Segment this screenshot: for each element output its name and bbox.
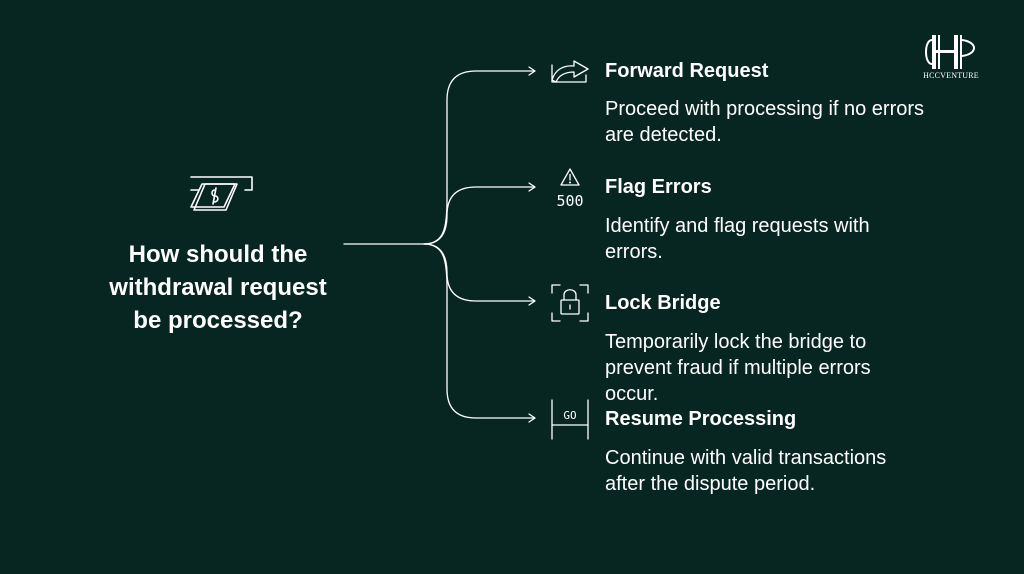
icon-label-500: 500 (556, 192, 583, 210)
branch-title-resume-processing: Resume Processing (605, 408, 797, 430)
connector-lock-bridge (423, 243, 535, 302)
connector-forward-request (423, 70, 535, 245)
connector-flag-errors (423, 186, 535, 245)
go-sign-icon: GO (551, 399, 589, 440)
arrowhead-forward-request (528, 66, 536, 76)
branch-desc-flag-errors: Identify and flag requests with errors. (605, 215, 870, 263)
branch-desc-resume-processing: Continue with valid transactions after t… (605, 447, 887, 495)
lock-icon (551, 284, 589, 322)
arrowhead-resume-processing (528, 413, 536, 423)
central-question: How should the withdrawal request be pro… (109, 241, 327, 334)
logo-wordmark: HCCVENTURE (923, 71, 979, 80)
branch-title-flag-errors: Flag Errors (605, 176, 712, 198)
hcc-logo (925, 35, 975, 69)
branch-title-lock-bridge: Lock Bridge (605, 292, 721, 314)
connector-resume-processing (423, 243, 535, 419)
withdrawal-card-icon (190, 176, 253, 211)
branch-desc-lock-bridge: Temporarily lock the bridge to prevent f… (605, 331, 871, 405)
arrowhead-flag-errors (528, 182, 536, 192)
arrowhead-lock-bridge (528, 296, 536, 306)
warning-500-icon: 500 (556, 168, 584, 210)
forward-arrow-icon (551, 60, 589, 83)
branch-title-forward-request: Forward Request (605, 60, 769, 82)
branch-desc-forward-request: Proceed with processing if no errors are… (605, 98, 925, 146)
icon-label-go: GO (563, 409, 576, 422)
